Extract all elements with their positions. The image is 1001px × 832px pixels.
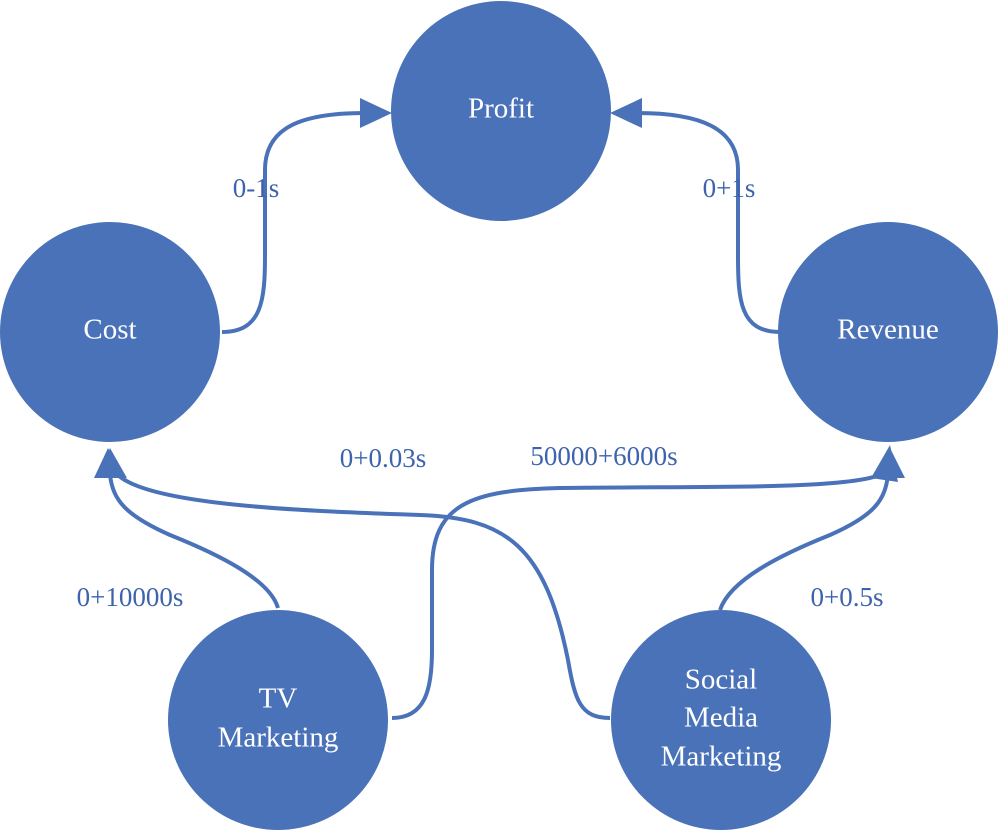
edge-tv-to-revenue	[391, 473, 881, 720]
node-social-media-marketing-label-line-3: Marketing	[661, 741, 782, 773]
edge-cost-to-profit	[221, 111, 366, 334]
arrowhead-revenue-to-profit	[610, 98, 642, 128]
edge-label-social-to-cost: 0+0.03s	[340, 443, 426, 473]
edge-label-tv-to-cost: 0+10000s	[77, 582, 184, 612]
node-profit: Profit	[391, 1, 611, 221]
arrowhead-social-to-revenue	[875, 448, 905, 478]
node-revenue: Revenue	[778, 222, 998, 442]
edge-label-cost-to-profit: 0-1s	[233, 173, 280, 203]
edge-social-to-revenue	[718, 474, 890, 611]
edge-label-social-to-revenue: 0+0.5s	[811, 582, 884, 612]
node-social-media-marketing-label-line-2: Media	[684, 702, 758, 734]
node-social-media-marketing-label-line-1: Social	[685, 664, 758, 696]
arrowhead-cost-to-profit	[360, 98, 392, 128]
edge-label-revenue-to-profit: 0+1s	[703, 173, 756, 203]
node-profit-circle	[391, 1, 611, 221]
node-social-media-marketing-circle	[611, 610, 831, 830]
node-tv-marketing-label-line-2: Marketing	[218, 722, 339, 754]
node-profit-label: Profit	[468, 93, 534, 125]
node-tv-marketing: TV Marketing	[168, 610, 388, 830]
edge-tv-to-cost	[108, 474, 280, 609]
edge-labels: 0-1s 0+1s 0+0.03s 50000+6000s 0+10000s 0…	[77, 173, 884, 612]
edge-label-tv-to-revenue: 50000+6000s	[530, 441, 677, 471]
node-cost: Cost	[0, 222, 220, 442]
edges	[94, 98, 905, 720]
edge-revenue-to-profit	[636, 111, 781, 334]
node-revenue-label: Revenue	[837, 314, 938, 346]
node-revenue-circle	[778, 222, 998, 442]
node-tv-marketing-label-line-1: TV	[259, 683, 298, 715]
node-tv-marketing-circle	[168, 610, 388, 830]
arrowhead-tv-to-cost	[94, 448, 124, 478]
node-cost-label: Cost	[83, 314, 136, 346]
node-social-media-marketing: Social Media Marketing	[611, 610, 831, 830]
node-cost-circle	[0, 222, 220, 442]
edge-social-to-cost	[116, 473, 611, 720]
